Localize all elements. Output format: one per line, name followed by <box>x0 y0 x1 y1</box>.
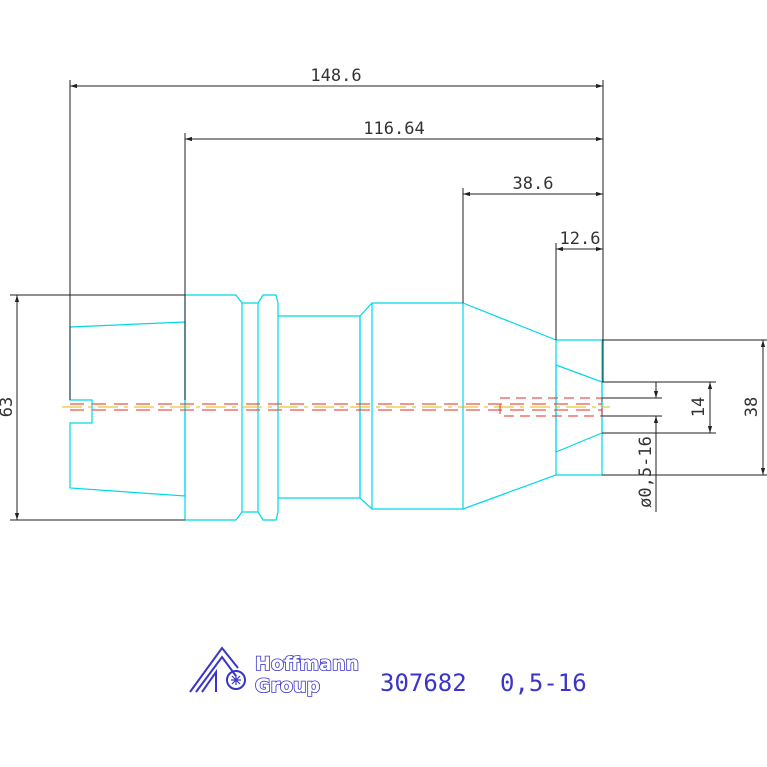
dim-nose-length: 12.6 <box>560 229 601 249</box>
brand-name-line2: Group <box>255 675 320 697</box>
center-lines <box>62 397 610 417</box>
dim-overall-length: 148.6 <box>310 66 361 86</box>
dim-clamping-range: ø0,5-16 <box>636 436 656 508</box>
body <box>359 302 464 510</box>
dim-nose-diameter: 38 <box>742 397 762 417</box>
size-range: 0,5-16 <box>500 669 587 697</box>
dim-body-length: 116.64 <box>363 119 424 139</box>
shank-taper <box>69 321 186 497</box>
dim-cone-length: 38.6 <box>513 174 554 194</box>
hoffmann-group-logo-icon <box>189 646 246 693</box>
dim-bore-diameter: 14 <box>689 397 709 417</box>
brand-name-line1: Hoffmann <box>255 653 359 675</box>
dim-flange-diameter: 63 <box>0 397 17 417</box>
part-number: 307682 <box>380 669 467 697</box>
cone <box>462 302 557 510</box>
dimension-lines <box>10 80 767 521</box>
